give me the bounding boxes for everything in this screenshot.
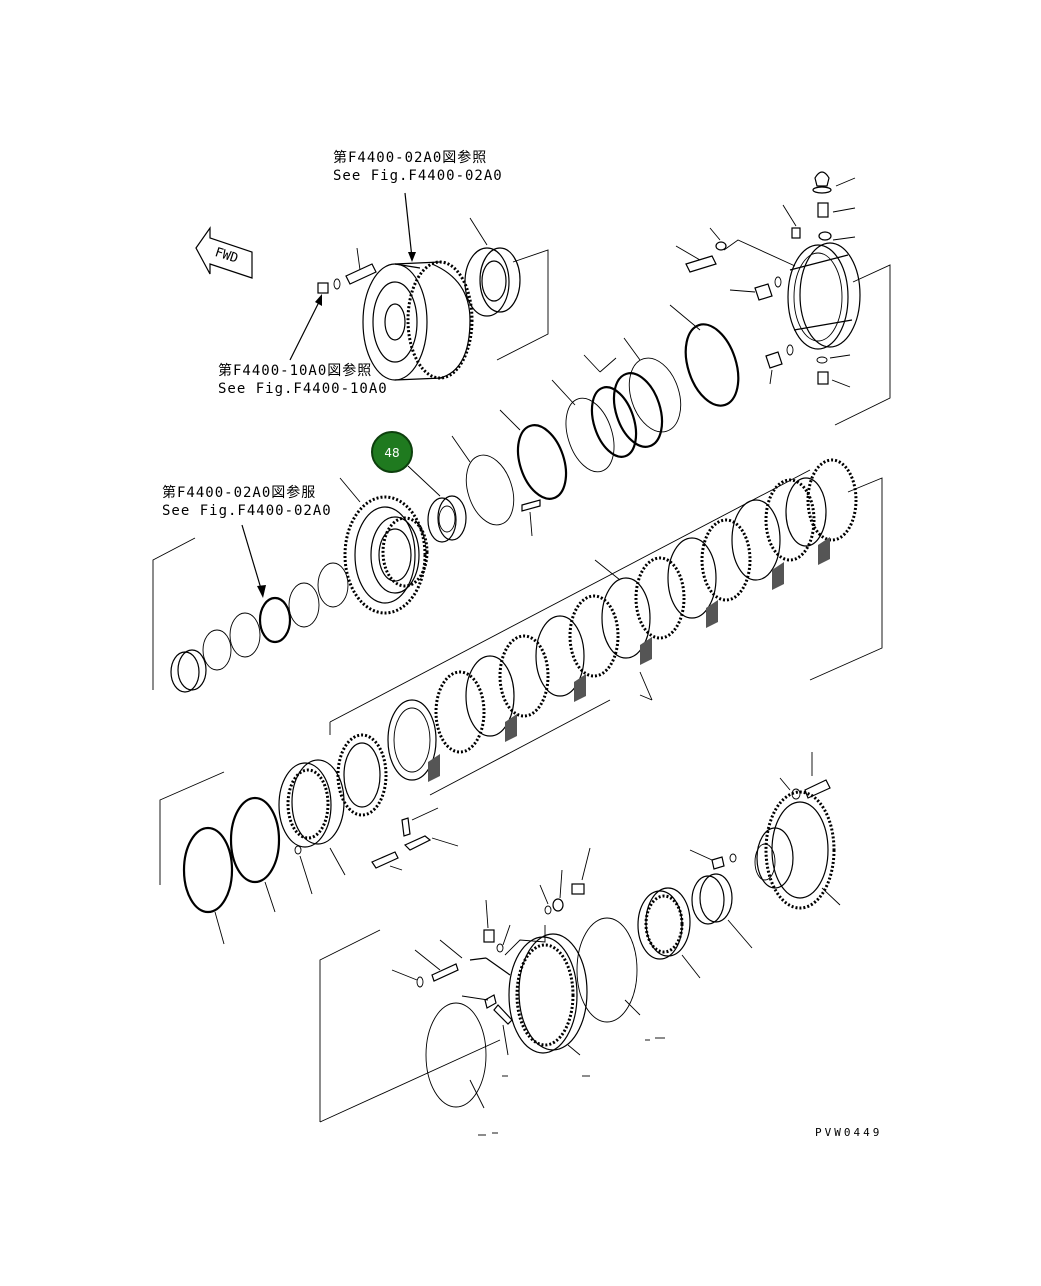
leader-bracket-bottom — [319, 929, 501, 1123]
large-ring-upper-right — [669, 304, 740, 407]
clutch-pack-upper-frame — [329, 469, 811, 735]
badge-label: 48 — [384, 446, 399, 460]
ref-label-mid-jp: 第F4400-10A0図参照 — [218, 362, 372, 379]
ring-gear-bottom — [508, 933, 588, 1056]
ref-label-mid-en: See Fig.F4400-10A0 — [218, 381, 388, 397]
ref-arrow-left — [241, 524, 263, 593]
ring-pair — [551, 337, 682, 473]
seal-rings-lower-left — [182, 796, 313, 945]
pins-and-spring — [371, 807, 459, 871]
ref-arrow-mid — [289, 299, 321, 361]
leader-bracket-right-top — [834, 264, 891, 426]
clutch-pack-right-frame — [809, 477, 883, 681]
badge-circle — [371, 431, 413, 473]
clutch-pack-lower-frame — [429, 694, 653, 796]
ring-set-left — [170, 562, 349, 693]
fwd-label: FWD — [213, 245, 240, 267]
clutch-pack — [336, 458, 858, 817]
leader-bracket-lower-left — [159, 771, 225, 885]
leader-bracket-top — [496, 249, 549, 361]
clutch-drum-housing — [362, 260, 474, 381]
bearing-top — [464, 217, 521, 317]
small-parts-bottom — [391, 847, 591, 1077]
part-number-badge[interactable]: 48 — [371, 431, 413, 473]
bolt-with-washer — [317, 247, 377, 294]
output-flange — [754, 790, 841, 910]
cover-housing-right — [787, 242, 861, 350]
ref-arrow-top — [404, 192, 413, 259]
bearing-48 — [407, 465, 467, 543]
leader-bracket-left — [152, 537, 196, 690]
ref-label-left-en: See Fig.F4400-02A0 — [162, 503, 332, 519]
snap-ring-mid — [451, 409, 568, 537]
bearing-lower — [637, 873, 753, 979]
bolt-lower-right — [689, 752, 831, 870]
fwd-arrow-icon: FWD — [195, 226, 253, 279]
ref-label-top-jp: 第F4400-02A0図参照 — [333, 149, 487, 166]
drawing-code: PVW0449 — [815, 1126, 882, 1139]
leader-clutch-1 — [594, 559, 621, 581]
gear-hub — [339, 477, 429, 615]
piston — [278, 759, 346, 876]
ref-label-left-jp: 第F4400-02A0図参服 — [162, 484, 316, 501]
fittings-right — [675, 171, 856, 388]
ref-label-top-en: See Fig.F4400-02A0 — [333, 168, 503, 184]
leader-clutch-2 — [639, 671, 653, 701]
disc-bottom — [425, 917, 665, 1136]
